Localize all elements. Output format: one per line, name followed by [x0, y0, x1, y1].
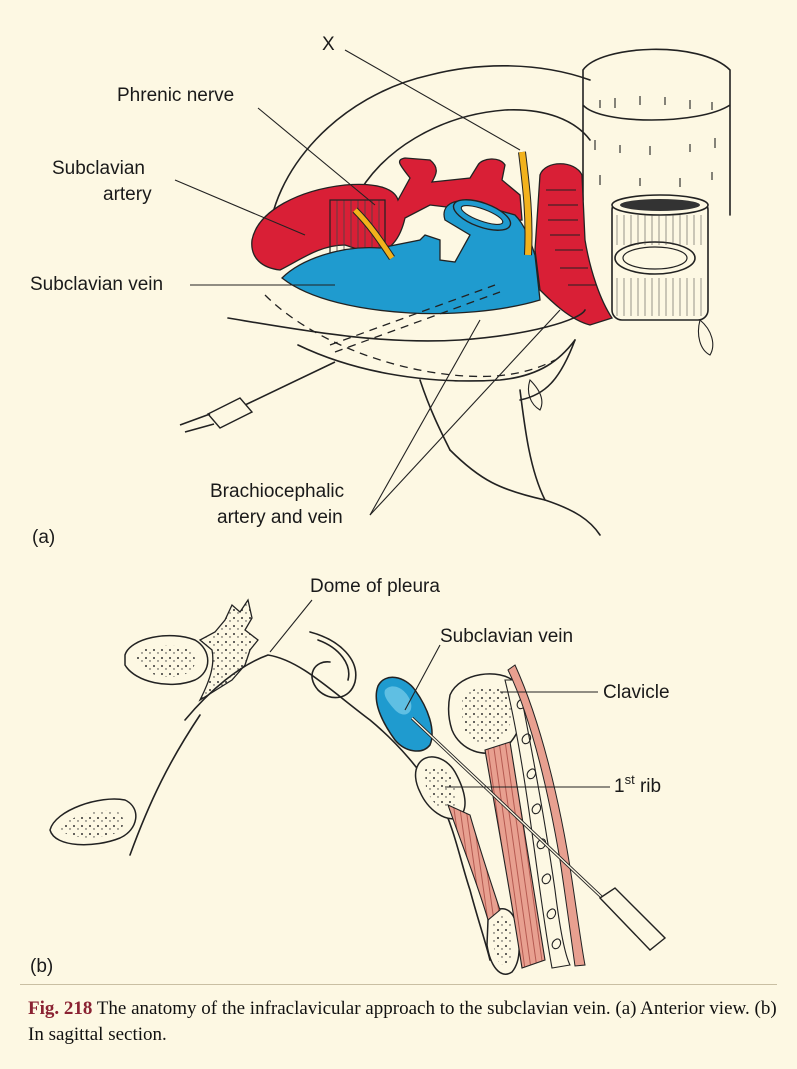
outer-contour: [450, 450, 600, 535]
label-phrenic-nerve: Phrenic nerve: [117, 85, 234, 106]
anatomy-illustration: X Phrenic nerve Subclavian artery Subcla…: [0, 0, 797, 1000]
chest-outline-a: [298, 340, 575, 381]
trachea-rings: [595, 96, 715, 187]
lower-chest-outline: [420, 340, 575, 500]
label-brachiocephalic-1: Brachiocephalic: [210, 481, 344, 502]
needle-a: [180, 362, 335, 432]
label-brachiocephalic-2: artery and vein: [217, 507, 343, 528]
panel-a-label: (a): [32, 527, 55, 548]
caption-text: The anatomy of the infraclavicular appro…: [28, 998, 777, 1045]
label-first-rib: 1st rib: [614, 772, 661, 797]
label-x: X: [322, 34, 335, 55]
label-subclavian-vein-b: Subclavian vein: [440, 626, 573, 647]
figure-number: Fig. 218: [28, 998, 92, 1019]
side-tissue: [698, 320, 712, 355]
label-subclavian-vein-a: Subclavian vein: [30, 274, 163, 295]
cut-trachea: [612, 195, 708, 320]
panel-a: X Phrenic nerve Subclavian artery Subcla…: [30, 34, 730, 548]
stellate-ganglion: [200, 600, 258, 700]
pleura-left: [130, 715, 200, 855]
panel-b-label: (b): [30, 956, 53, 977]
figure-caption: Fig. 218 The anatomy of the infraclavicu…: [28, 996, 778, 1048]
label-dome-of-pleura: Dome of pleura: [310, 576, 440, 597]
panel-b: Dome of pleura Subclavian vein Clavicle …: [30, 576, 670, 977]
caption-separator: [20, 984, 777, 985]
brachiocephalic-artery-shape: [535, 164, 612, 325]
label-subclavian-artery-1: Subclavian: [52, 158, 145, 179]
label-subclavian-artery-2: artery: [103, 184, 152, 205]
figure: X Phrenic nerve Subclavian artery Subcla…: [0, 0, 797, 1000]
label-clavicle: Clavicle: [603, 682, 670, 703]
subclavian-artery-loop: [310, 632, 356, 698]
trachea: [583, 49, 730, 215]
